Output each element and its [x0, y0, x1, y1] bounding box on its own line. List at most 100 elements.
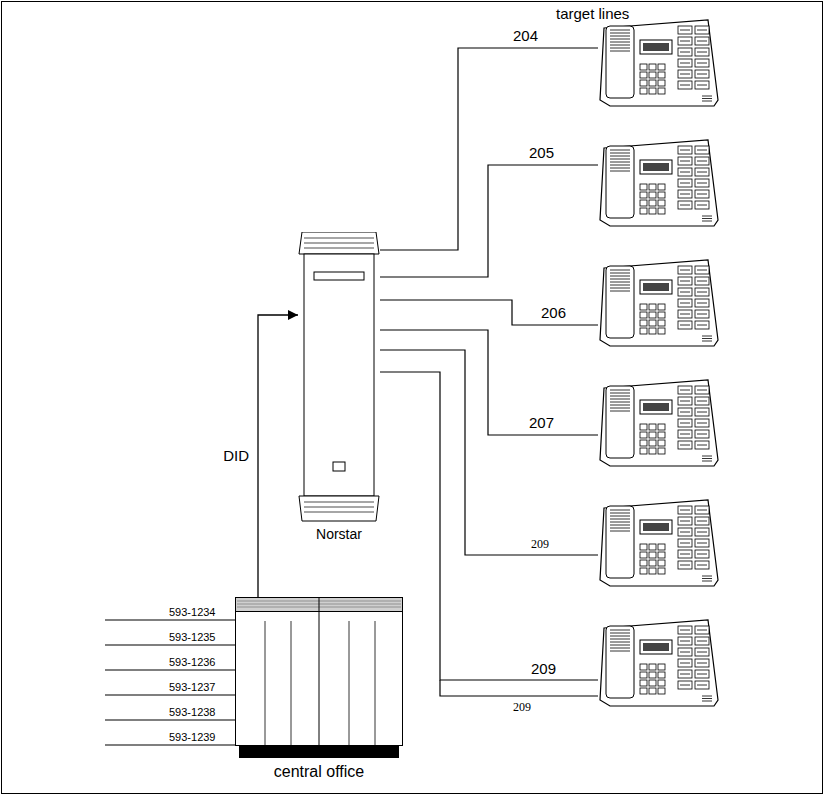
ksu-vent: [304, 243, 374, 244]
memory-button: [678, 288, 692, 296]
handset-grille: [610, 45, 630, 46]
keypad-key: [640, 568, 647, 574]
ksu-top-cap: [299, 232, 379, 254]
phone-handset: [606, 506, 634, 578]
handset-grille: [610, 273, 630, 274]
handset-grille: [610, 42, 630, 43]
telephone-set: [600, 500, 718, 586]
keypad-key: [658, 304, 665, 310]
keypad-key: [649, 304, 656, 310]
keypad-key: [658, 424, 665, 430]
memory-button: [695, 81, 709, 89]
keypad-key: [649, 192, 656, 198]
memory-button: [695, 201, 709, 209]
handset-grille: [610, 39, 630, 40]
extension-number: 204: [512, 28, 539, 45]
phone-handset: [606, 626, 634, 698]
button-line: [697, 532, 707, 533]
ksu-vent: [304, 238, 374, 239]
phone-display: [640, 40, 672, 54]
foot-line: [702, 581, 712, 582]
norstar-ksu: Norstar: [296, 232, 382, 542]
phone-wire: [380, 330, 598, 435]
button-line: [680, 532, 690, 533]
keypad-key: [649, 688, 656, 694]
memory-button: [695, 648, 709, 656]
keypad-key: [649, 544, 656, 550]
memory-button: [678, 310, 692, 318]
ksu-vent: [304, 502, 374, 503]
central-office: central office: [233, 597, 405, 781]
node-outline: [298, 232, 380, 522]
keypad-key: [658, 672, 665, 678]
memory-button: [678, 277, 692, 285]
keypad-key: [658, 448, 665, 454]
memory-button: [678, 81, 692, 89]
directory-number: 593-1236: [168, 656, 217, 668]
phone-display: [640, 520, 672, 534]
phone-wire: [380, 372, 598, 680]
ksu-vent: [304, 507, 374, 508]
memory-button: [695, 506, 709, 514]
memory-button: [678, 190, 692, 198]
memory-button: [678, 157, 692, 165]
button-line: [680, 41, 690, 42]
memory-button: [695, 277, 709, 285]
handset-grille: [610, 399, 630, 400]
button-line: [680, 630, 690, 631]
foot-line: [702, 461, 712, 462]
memory-button: [678, 419, 692, 427]
keypad-key: [649, 672, 656, 678]
memory-button: [695, 59, 709, 67]
handset-grille: [610, 162, 630, 163]
keypad-key: [640, 672, 647, 678]
button-line: [680, 150, 690, 151]
keypad-key: [658, 328, 665, 334]
memory-button: [695, 37, 709, 45]
phone-wire: [380, 165, 598, 277]
handset-grille: [610, 531, 630, 532]
memory-button: [695, 48, 709, 56]
keypad-key: [640, 560, 647, 566]
keypad-key: [658, 72, 665, 78]
handset-grille: [610, 510, 630, 511]
button-line: [680, 270, 690, 271]
keypad-key: [649, 320, 656, 326]
memory-button: [678, 59, 692, 67]
memory-button: [678, 201, 692, 209]
foot-line: [702, 336, 712, 337]
memory-button: [695, 637, 709, 645]
keypad-key: [658, 80, 665, 86]
button-line: [680, 314, 690, 315]
button-line: [680, 63, 690, 64]
extension-number: 209: [530, 538, 550, 551]
display-screen: [643, 283, 669, 291]
memory-button: [695, 157, 709, 165]
foot-line: [702, 456, 712, 457]
foot-line: [702, 98, 712, 99]
handset-grille: [610, 396, 630, 397]
ksu-bottom-cap: [299, 496, 379, 521]
keypad-key: [658, 184, 665, 190]
keypad-key: [640, 200, 647, 206]
foot-line: [702, 338, 712, 339]
handset-grille: [610, 150, 630, 151]
directory-number: 593-1239: [168, 731, 217, 743]
keypad-key: [640, 432, 647, 438]
extension-number: 209: [530, 661, 557, 678]
handset-grille: [610, 51, 630, 52]
handset-grille: [610, 270, 630, 271]
handset-grille: [610, 159, 630, 160]
keypad-key: [640, 208, 647, 214]
phone-display: [640, 640, 672, 654]
memory-button: [695, 26, 709, 34]
cabinet-divider: [319, 597, 320, 745]
handset-grille: [610, 525, 630, 526]
button-line: [697, 85, 707, 86]
button-line: [680, 85, 690, 86]
handset-grille: [610, 630, 630, 631]
button-line: [680, 565, 690, 566]
handset-grille: [610, 171, 630, 172]
